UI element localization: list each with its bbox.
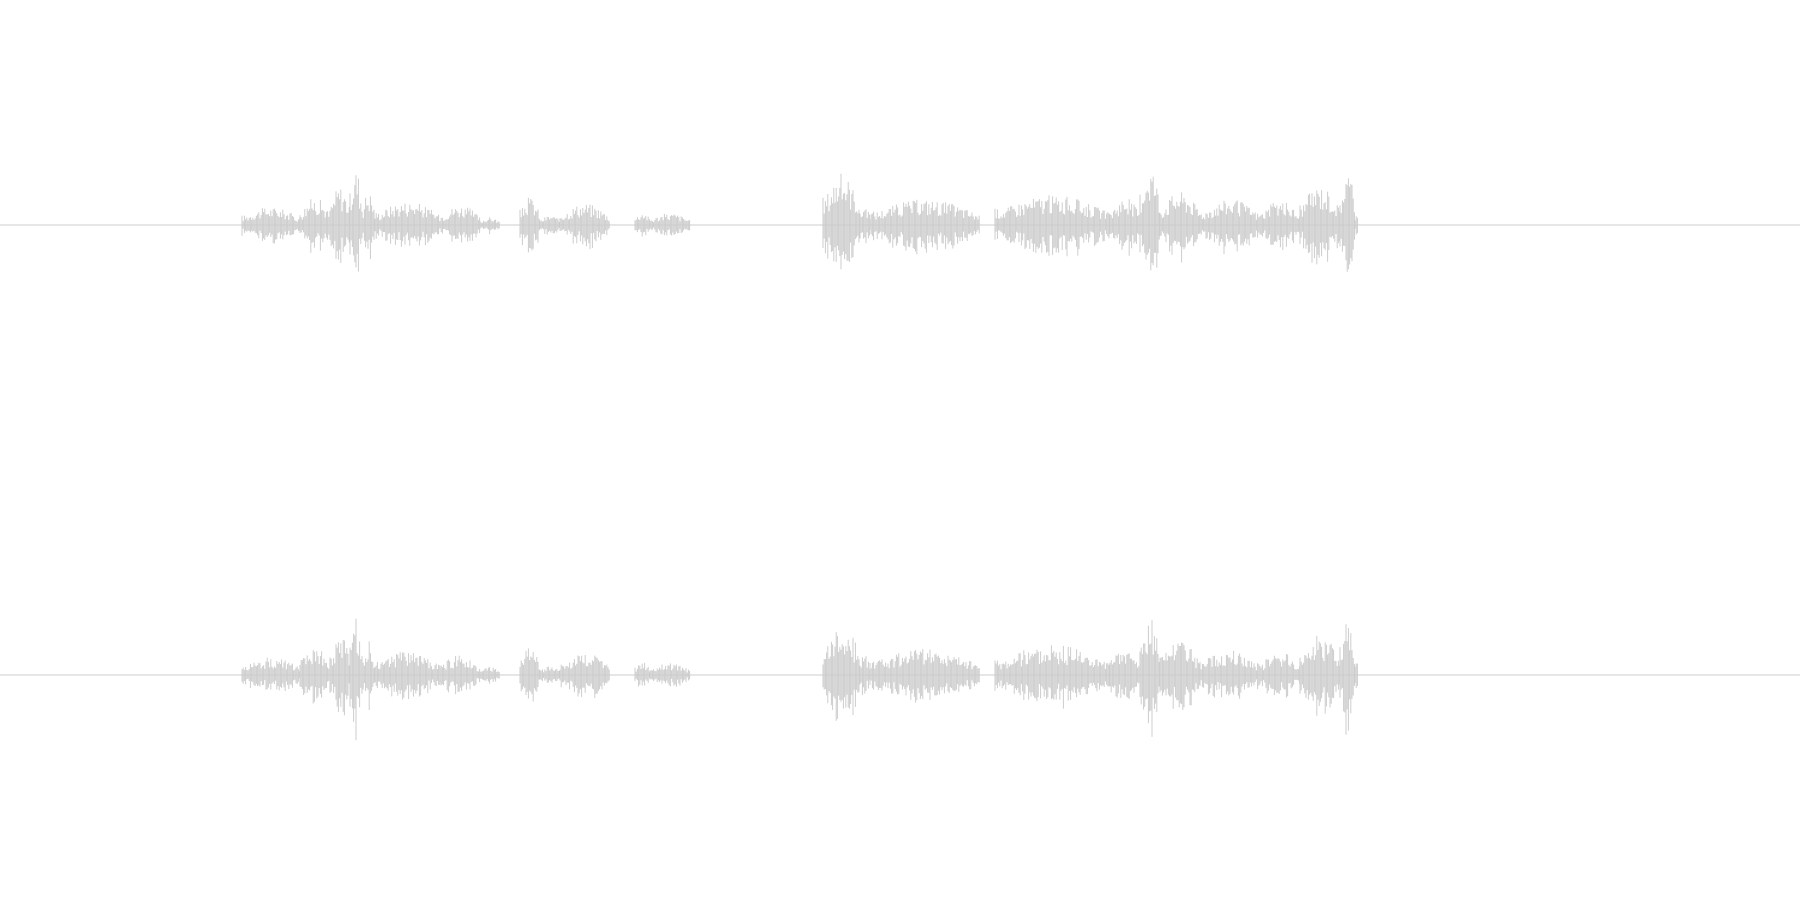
- waveform-channel-right[interactable]: [0, 450, 1800, 900]
- waveform-bars-left: [241, 173, 1358, 272]
- waveform-bars-right: [241, 618, 1358, 741]
- waveform-right-svg: [0, 618, 1800, 741]
- waveform-left-svg: [0, 173, 1800, 272]
- waveform-channel-left[interactable]: [0, 0, 1800, 450]
